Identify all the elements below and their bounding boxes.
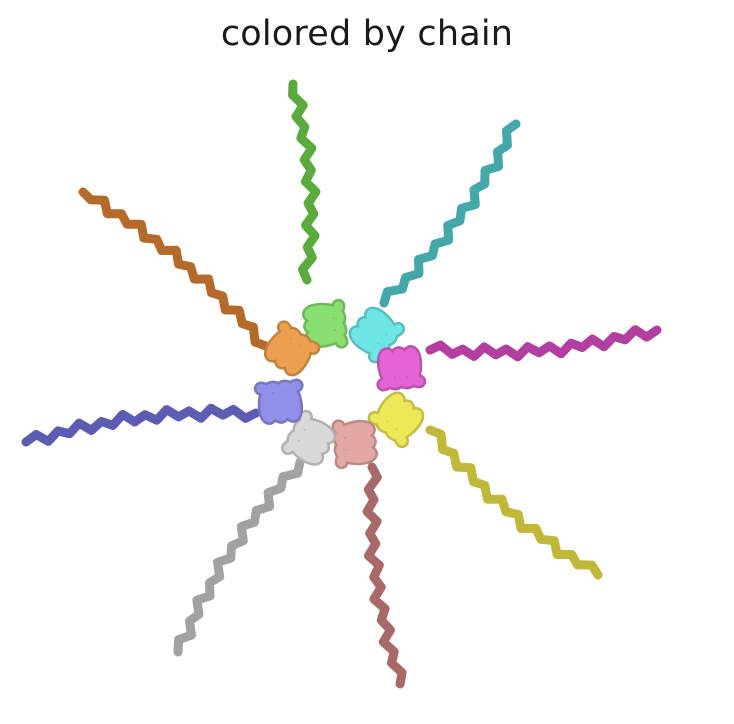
chain-2-tail — [379, 119, 521, 308]
chain-8-helix — [266, 322, 318, 374]
chain-5-tail — [362, 462, 407, 689]
chain-7-helix — [256, 381, 302, 423]
chain-3-tail — [425, 325, 662, 362]
chain-4-helix — [370, 394, 422, 446]
chain-2-helix — [351, 309, 403, 361]
chain-8-tail — [78, 187, 271, 351]
chain-4-tail — [425, 425, 603, 580]
chain-helices — [253, 298, 427, 470]
chain-1-tail — [288, 79, 321, 285]
chain-tails — [21, 79, 662, 689]
chain-6-tail — [173, 457, 305, 657]
chain-6-helix — [283, 412, 334, 464]
chain-5-helix — [334, 421, 376, 467]
chain-3-helix — [378, 347, 424, 389]
chain-1-helix — [304, 301, 346, 347]
page-title: colored by chain — [220, 14, 514, 54]
chain-7-tail — [21, 403, 261, 447]
